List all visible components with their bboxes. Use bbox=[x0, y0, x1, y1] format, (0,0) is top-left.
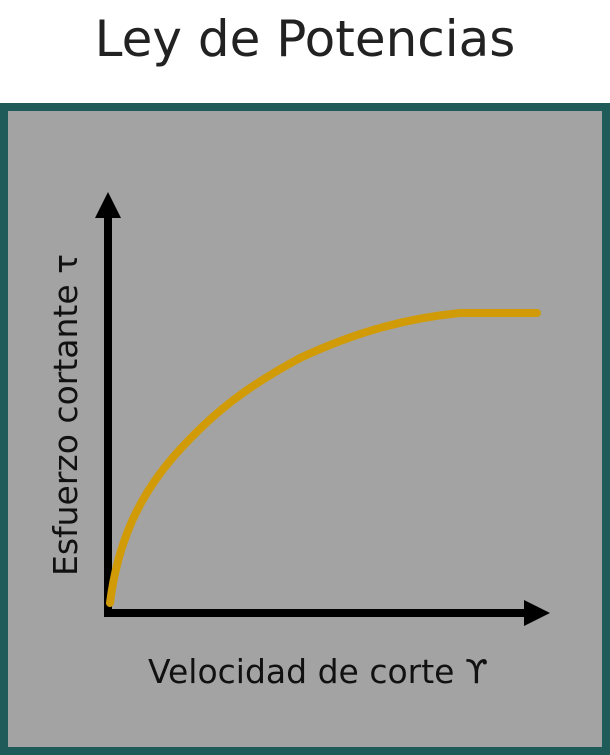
diagram-title: Ley de Potencias bbox=[94, 10, 516, 68]
y-axis-arrowhead bbox=[95, 192, 121, 218]
x-axis-label: Velocidad de corte ϒ bbox=[148, 652, 488, 691]
x-axis-arrowhead bbox=[524, 600, 550, 626]
power-law-curve bbox=[106, 309, 541, 607]
y-axis-label: Esfuerzo cortante τ bbox=[46, 254, 85, 576]
